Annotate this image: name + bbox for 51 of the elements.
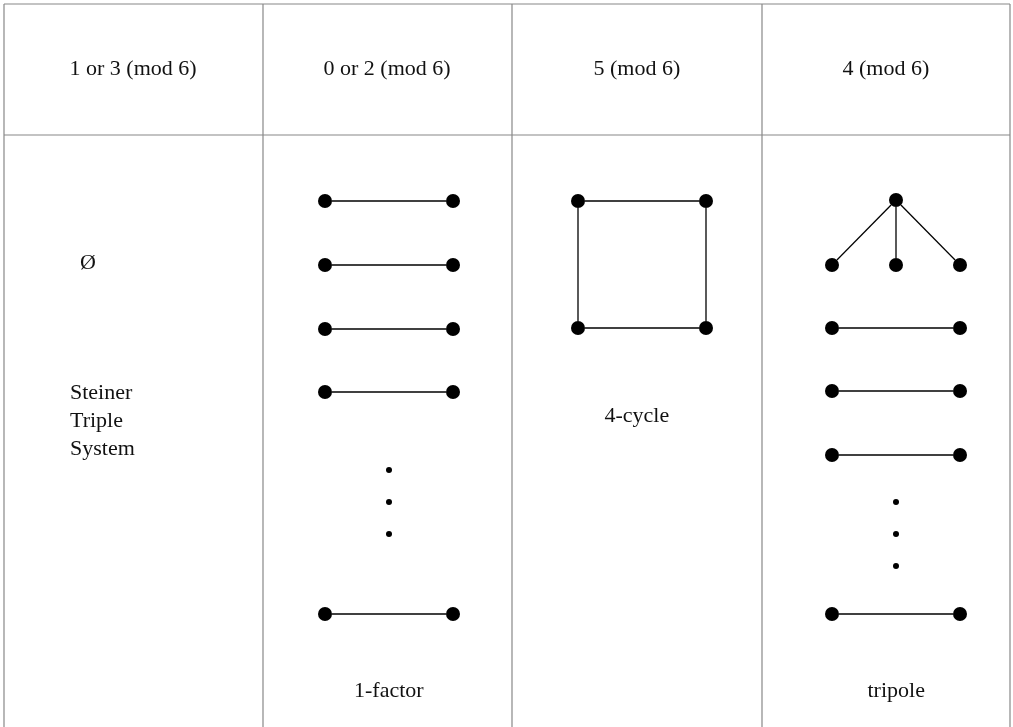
vertex-dot bbox=[953, 384, 967, 398]
vertex-dot bbox=[446, 385, 460, 399]
vertex-dot bbox=[825, 448, 839, 462]
vertex-dot bbox=[318, 258, 332, 272]
vertex-dot bbox=[318, 385, 332, 399]
column-heading: 1 or 3 (mod 6) bbox=[69, 54, 197, 82]
vertex-dot bbox=[953, 321, 967, 335]
column-heading: 5 (mod 6) bbox=[593, 54, 681, 82]
vertex-dot bbox=[953, 258, 967, 272]
vertex-dot bbox=[699, 321, 713, 335]
graph-edge bbox=[584, 327, 700, 329]
graph-edge bbox=[705, 207, 707, 322]
graph-name: tripole bbox=[867, 676, 925, 704]
graph-name: 4-cycle bbox=[604, 401, 670, 429]
vertex-dot bbox=[953, 607, 967, 621]
family-name: Steiner Triple System bbox=[70, 378, 136, 462]
vertex-dot bbox=[825, 607, 839, 621]
graph-edge bbox=[584, 200, 700, 202]
graph-edge bbox=[331, 391, 447, 393]
graph-edge bbox=[838, 327, 954, 329]
graph-edge bbox=[895, 206, 897, 259]
graph-edge bbox=[836, 204, 892, 261]
graph-edge bbox=[331, 328, 447, 330]
graph-edge bbox=[838, 454, 954, 456]
vertex-dot bbox=[889, 258, 903, 272]
vertex-dot bbox=[318, 194, 332, 208]
vertex-dot bbox=[571, 194, 585, 208]
graph-edge bbox=[577, 207, 579, 322]
column-heading: 0 or 2 (mod 6) bbox=[323, 54, 451, 82]
graph-edge bbox=[838, 390, 954, 392]
vertex-dot bbox=[446, 194, 460, 208]
vertex-dot bbox=[571, 321, 585, 335]
graph-edge bbox=[331, 264, 447, 266]
vertex-dot bbox=[318, 322, 332, 336]
vertex-dot bbox=[446, 607, 460, 621]
vertex-dot bbox=[953, 448, 967, 462]
column-heading: 4 (mod 6) bbox=[842, 54, 930, 82]
graph-edge bbox=[900, 204, 956, 261]
vertex-dot bbox=[825, 384, 839, 398]
vertex-dot bbox=[825, 321, 839, 335]
vertex-dot bbox=[699, 194, 713, 208]
vertex-dot bbox=[446, 322, 460, 336]
vertex-dot bbox=[318, 607, 332, 621]
graph-edge bbox=[331, 613, 447, 615]
graph-edge bbox=[331, 200, 447, 202]
graph-edge bbox=[838, 613, 954, 615]
vertex-dot bbox=[889, 193, 903, 207]
vertex-dot bbox=[446, 258, 460, 272]
empty-set-symbol: Ø bbox=[80, 248, 96, 276]
vertex-dot bbox=[825, 258, 839, 272]
graph-name: 1-factor bbox=[354, 676, 424, 704]
